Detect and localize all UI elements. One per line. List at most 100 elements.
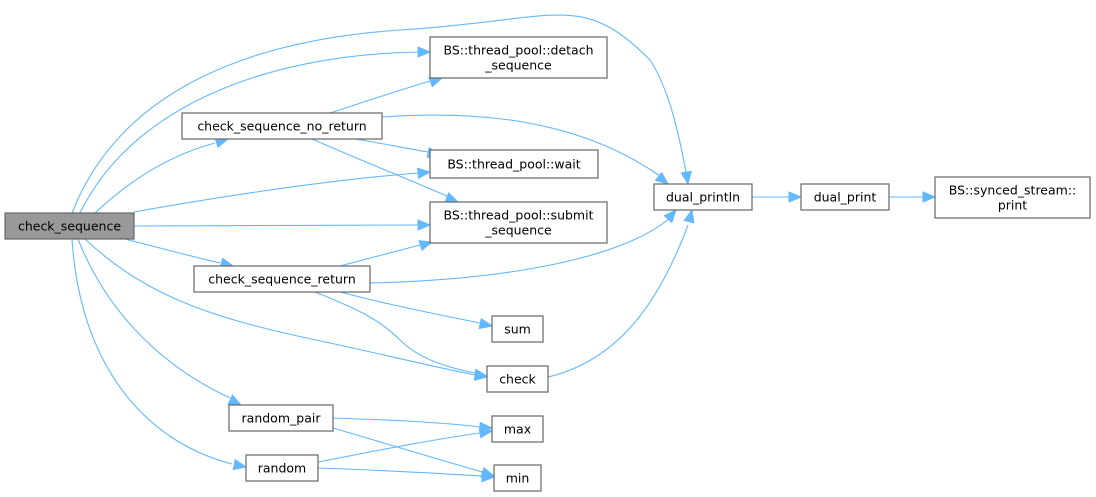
edge-line [77,238,231,399]
node-dual-println[interactable]: dual_println [653,183,753,211]
edge-random-to-max [317,427,494,463]
arrowhead-icon [416,167,432,179]
node-box[interactable] [245,454,319,482]
edge-line [314,291,476,374]
edge-line [317,467,483,477]
edge-check_sequence-to-wait [133,167,432,213]
node-label: check_sequence_no_return [197,119,366,134]
node-label: sum [504,322,531,337]
edge-line [332,427,483,473]
arrowhead-icon [788,191,803,203]
arrowhead-icon [478,427,494,439]
arrowhead-icon [417,46,432,58]
node-box[interactable] [429,149,599,179]
edge-check_sequence-to-dual_println [71,14,692,214]
node-label: _sequence [484,58,552,73]
node-box[interactable] [4,212,135,240]
arrowhead-icon [444,192,460,203]
edge-random_pair-to-max [332,417,494,434]
node-box[interactable] [934,176,1091,219]
edge-check_sequence_return-to-dual_println [369,209,677,284]
node-label: dual_print [814,190,877,205]
node-max[interactable]: max [491,415,544,443]
edge-check-to-dual_println [547,208,695,378]
edge-check_sequence_no_return-to-detach_sequence [329,76,444,114]
node-label: BS::thread_pool::submit [444,208,594,223]
arrowhead-icon [473,368,489,380]
node-label: BS::synced_stream:: [949,183,1077,198]
node-box[interactable] [193,265,371,293]
arrowhead-icon [227,394,243,406]
node-box[interactable] [486,365,549,393]
arrowhead-icon [683,208,695,224]
node-box[interactable] [429,201,608,244]
node-box[interactable] [800,183,890,211]
edge-line [133,172,419,213]
edge-check_sequence_no_return-to-wait [354,138,442,159]
edge-check_sequence-to-detach_sequence [79,46,432,214]
node-label: check [499,372,536,387]
node-wait[interactable]: BS::thread_pool::wait [429,149,599,179]
node-submit-sequence[interactable]: BS::thread_pool::submit_sequence [429,201,608,244]
node-box[interactable] [653,183,753,211]
nodes-layer: check_sequencecheck_sequence_no_returnch… [4,36,1091,492]
edge-line [547,224,689,378]
arrowhead-icon [663,209,677,224]
arrowhead-icon [418,240,434,252]
node-check-sequence-no-return[interactable]: check_sequence_no_return [181,112,383,140]
edge-line [354,138,429,153]
edge-line [339,291,481,324]
node-label: random_pair [242,411,322,426]
edge-line [329,80,431,114]
edge-check_sequence-to-check_sequence_return [124,238,235,269]
node-label: BS::thread_pool::detach [443,43,593,58]
edge-dual_print-to-synced_print [889,191,937,203]
node-label: BS::thread_pool::wait [447,157,580,172]
node-check-sequence[interactable]: check_sequence [4,212,135,240]
edge-line [311,138,448,197]
node-label: min [506,471,530,486]
edge-check_sequence_return-to-check [314,291,489,380]
edge-line [79,51,419,214]
arrowhead-icon [922,191,937,203]
arrowhead-icon [417,219,432,231]
node-sum[interactable]: sum [491,315,544,343]
arrowhead-icon [654,171,670,185]
node-random[interactable]: random [245,454,319,482]
node-check-sequence-return[interactable]: check_sequence_return [193,265,371,293]
node-min[interactable]: min [493,464,542,492]
node-check[interactable]: check [486,365,549,393]
node-random-pair[interactable]: random_pair [228,404,334,432]
arrowhead-icon [478,317,494,330]
node-label: random [258,461,306,476]
node-detach-sequence[interactable]: BS::thread_pool::detach_sequence [429,36,608,79]
node-dual-print[interactable]: dual_print [800,183,890,211]
node-box[interactable] [181,112,383,140]
edge-line [124,238,221,264]
edge-check_sequence-to-check [84,238,489,381]
edge-line [339,244,421,267]
node-label: check_sequence [18,219,121,234]
node-box[interactable] [493,464,542,492]
edge-line [71,238,233,465]
edge-dual_println-to-dual_print [752,191,803,203]
node-label: print [998,198,1027,213]
edge-check_sequence-to-random_pair [77,238,243,406]
edge-check_sequence_return-to-submit_sequence [339,240,434,267]
edge-line [317,432,481,463]
edges-layer [71,14,937,483]
edge-check_sequence_return-to-sum [339,291,494,330]
node-box[interactable] [491,415,544,443]
node-synced-print[interactable]: BS::synced_stream::print [934,176,1091,219]
edge-check_sequence-to-submit_sequence [133,219,432,231]
edge-check_sequence-to-check_sequence_no_return [94,137,230,214]
node-box[interactable] [491,315,544,343]
arrowhead-icon [232,458,248,471]
node-label: _sequence [484,223,552,238]
node-box[interactable] [429,36,608,79]
arrowhead-icon [680,170,692,186]
node-box[interactable] [228,404,334,432]
arrowhead-icon [428,76,444,88]
edge-line [94,142,216,214]
